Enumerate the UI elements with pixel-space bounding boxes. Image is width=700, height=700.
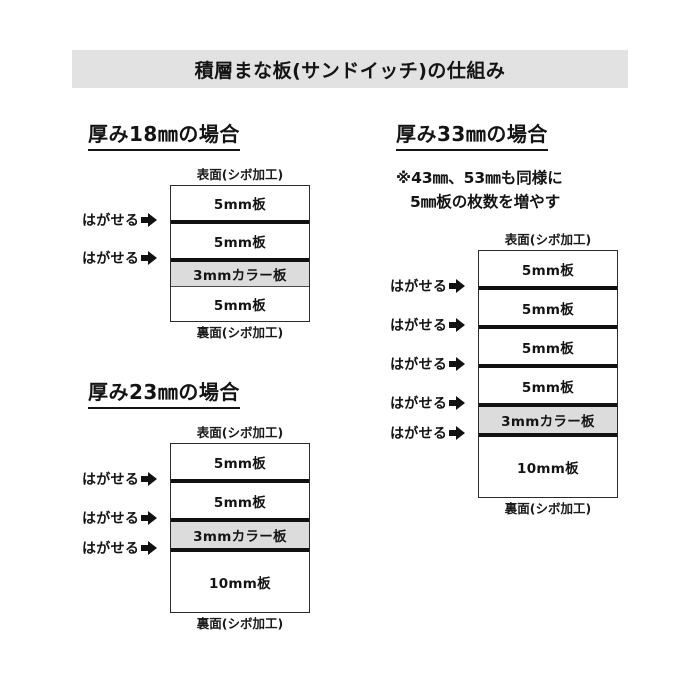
layer-33mm-1: 5mm板	[479, 286, 617, 326]
stack-diagram-33mm: 表面(シボ加工) 5mm板 5mm板 5mm板 5mm板 3mmカラー板 10mm板 裏面…	[478, 232, 618, 516]
note-line-2: 5㎜板の枚数を増やす	[410, 193, 561, 212]
top-face-label-33mm: 表面(シボ加工)	[504, 232, 592, 247]
layer-33mm-2: 5mm板	[479, 325, 617, 365]
layer-label-18mm-0: 5mm板	[213, 196, 267, 213]
layer-18mm-1: 5mm板	[171, 219, 309, 258]
layer-label-33mm-0: 5mm板	[521, 262, 575, 279]
top-face-label-18mm: 表面(シボ加工)	[196, 167, 284, 182]
note-line-1: ※43㎜、53㎜も同様に	[396, 169, 563, 187]
layer-23mm-0: 5mm板	[171, 444, 309, 480]
layer-label-33mm-5: 10mm板	[517, 460, 579, 477]
peelable-label: はがせる	[390, 396, 448, 413]
layer-18mm-0: 5mm板	[171, 186, 309, 220]
layer-label-33mm-2: 5mm板	[521, 340, 575, 357]
peelable-label: はがせる	[82, 511, 140, 528]
layer-label-18mm-2: 3mmカラー板	[193, 267, 287, 284]
peelable-label: はがせる	[390, 279, 448, 296]
thickness-note-33mm: ※43㎜、53㎜も同様に 5㎜板の枚数を増やす	[396, 166, 563, 214]
layer-23mm-2: 3mmカラー板	[171, 518, 309, 548]
peelable-label: はがせる	[82, 472, 140, 489]
layer-18mm-3: 5mm板	[171, 286, 309, 322]
peelable-callout-23mm-3: はがせる	[82, 538, 158, 558]
layer-label-23mm-1: 5mm板	[213, 494, 267, 511]
peelable-label: はがせる	[82, 250, 140, 267]
arrow-right-icon	[449, 279, 466, 294]
layer-33mm-0: 5mm板	[479, 251, 617, 287]
peelable-callout-23mm-2: はがせる	[82, 508, 158, 528]
layer-label-23mm-3: 10mm板	[209, 575, 271, 592]
peelable-label: はがせる	[82, 540, 140, 557]
arrow-right-icon	[141, 511, 158, 526]
arrow-right-icon	[141, 472, 158, 487]
layer-33mm-4: 3mmカラー板	[479, 403, 617, 433]
layer-label-18mm-3: 5mm板	[213, 298, 267, 315]
stack-diagram-23mm: 表面(シボ加工) 5mm板 5mm板 3mmカラー板 10mm板 裏面(シボ加工)	[170, 425, 310, 631]
stack-diagram-18mm: 表面(シボ加工) 5mm板 5mm板 3mmカラー板 5mm板 裏面(シボ加工)	[170, 167, 310, 340]
peelable-callout-18mm-2: はがせる	[82, 248, 158, 268]
peelable-label: はがせる	[82, 212, 140, 229]
layer-label-23mm-2: 3mmカラー板	[193, 528, 287, 545]
layer-stack-23mm: 5mm板 5mm板 3mmカラー板 10mm板	[170, 443, 310, 613]
arrow-right-icon	[141, 212, 158, 227]
page-title: 積層まな板(サンドイッチ)の仕組み	[194, 59, 506, 82]
layer-33mm-3: 5mm板	[479, 364, 617, 404]
bottom-face-label-23mm: 裏面(シボ加工)	[196, 616, 284, 631]
arrow-right-icon	[449, 396, 466, 411]
section-heading-33mm: 厚み33㎜の場合	[396, 118, 548, 151]
arrow-right-icon	[449, 318, 466, 333]
section-heading-18mm: 厚み18㎜の場合	[88, 118, 240, 151]
bottom-face-label-18mm: 裏面(シボ加工)	[196, 325, 284, 340]
layer-23mm-3: 10mm板	[171, 547, 309, 613]
layer-18mm-2: 3mmカラー板	[171, 257, 309, 287]
bottom-face-label-33mm: 裏面(シボ加工)	[504, 501, 592, 516]
peelable-callout-23mm-1: はがせる	[82, 469, 158, 489]
layer-label-33mm-4: 3mmカラー板	[501, 414, 595, 430]
peelable-callout-18mm-1: はがせる	[82, 210, 158, 230]
layer-label-23mm-0: 5mm板	[213, 455, 267, 472]
arrow-right-icon	[141, 540, 158, 555]
peelable-callout-33mm-1: はがせる	[390, 276, 466, 296]
layer-label-18mm-1: 5mm板	[213, 234, 267, 251]
peelable-label: はがせる	[390, 357, 448, 374]
arrow-right-icon	[449, 357, 466, 372]
section-heading-23mm: 厚み23㎜の場合	[88, 376, 240, 409]
layer-stack-18mm: 5mm板 5mm板 3mmカラー板 5mm板	[170, 185, 310, 322]
arrow-right-icon	[449, 425, 466, 440]
top-face-label-23mm: 表面(シボ加工)	[196, 425, 284, 440]
peelable-callout-33mm-3: はがせる	[390, 354, 466, 374]
layer-label-33mm-3: 5mm板	[521, 379, 575, 396]
peelable-callout-33mm-4: はがせる	[390, 393, 466, 413]
page-title-banner: 積層まな板(サンドイッチ)の仕組み	[72, 50, 628, 88]
layer-label-33mm-1: 5mm板	[521, 301, 575, 318]
peelable-callout-33mm-2: はがせる	[390, 315, 466, 335]
layer-stack-33mm: 5mm板 5mm板 5mm板 5mm板 3mmカラー板 10mm板	[478, 250, 618, 498]
layer-33mm-5: 10mm板	[479, 432, 617, 497]
arrow-right-icon	[141, 250, 158, 265]
layer-23mm-1: 5mm板	[171, 479, 309, 519]
peelable-label: はがせる	[390, 318, 448, 335]
peelable-label: はがせる	[390, 425, 448, 442]
peelable-callout-33mm-5: はがせる	[390, 423, 466, 443]
